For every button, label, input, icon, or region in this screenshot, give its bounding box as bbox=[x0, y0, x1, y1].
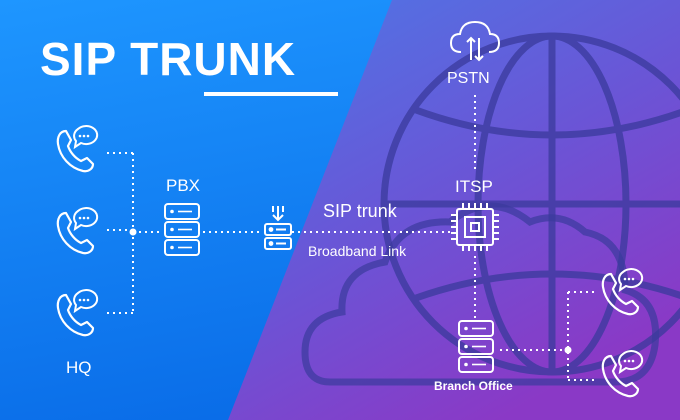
itsp-connections bbox=[474, 95, 596, 381]
branch-junction-dot bbox=[564, 346, 572, 354]
itsp-label: ITSP bbox=[455, 177, 493, 196]
hq-label: HQ bbox=[66, 358, 92, 377]
cloud-sync-icon bbox=[449, 20, 501, 62]
branch-office-label: Branch Office bbox=[434, 379, 513, 393]
title-underline bbox=[204, 92, 338, 96]
cloud-icon bbox=[301, 202, 660, 386]
chip-icon bbox=[451, 203, 499, 251]
page-title: SIP TRUNK bbox=[40, 33, 297, 85]
pstn-label: PSTN bbox=[447, 70, 490, 87]
sip-trunk-label: SIP trunk bbox=[323, 201, 397, 221]
download-server-icon bbox=[264, 206, 292, 250]
pbx-label: PBX bbox=[166, 176, 201, 195]
hq-junction-dot bbox=[129, 228, 137, 236]
broadband-link-label: Broadband Link bbox=[308, 243, 407, 259]
